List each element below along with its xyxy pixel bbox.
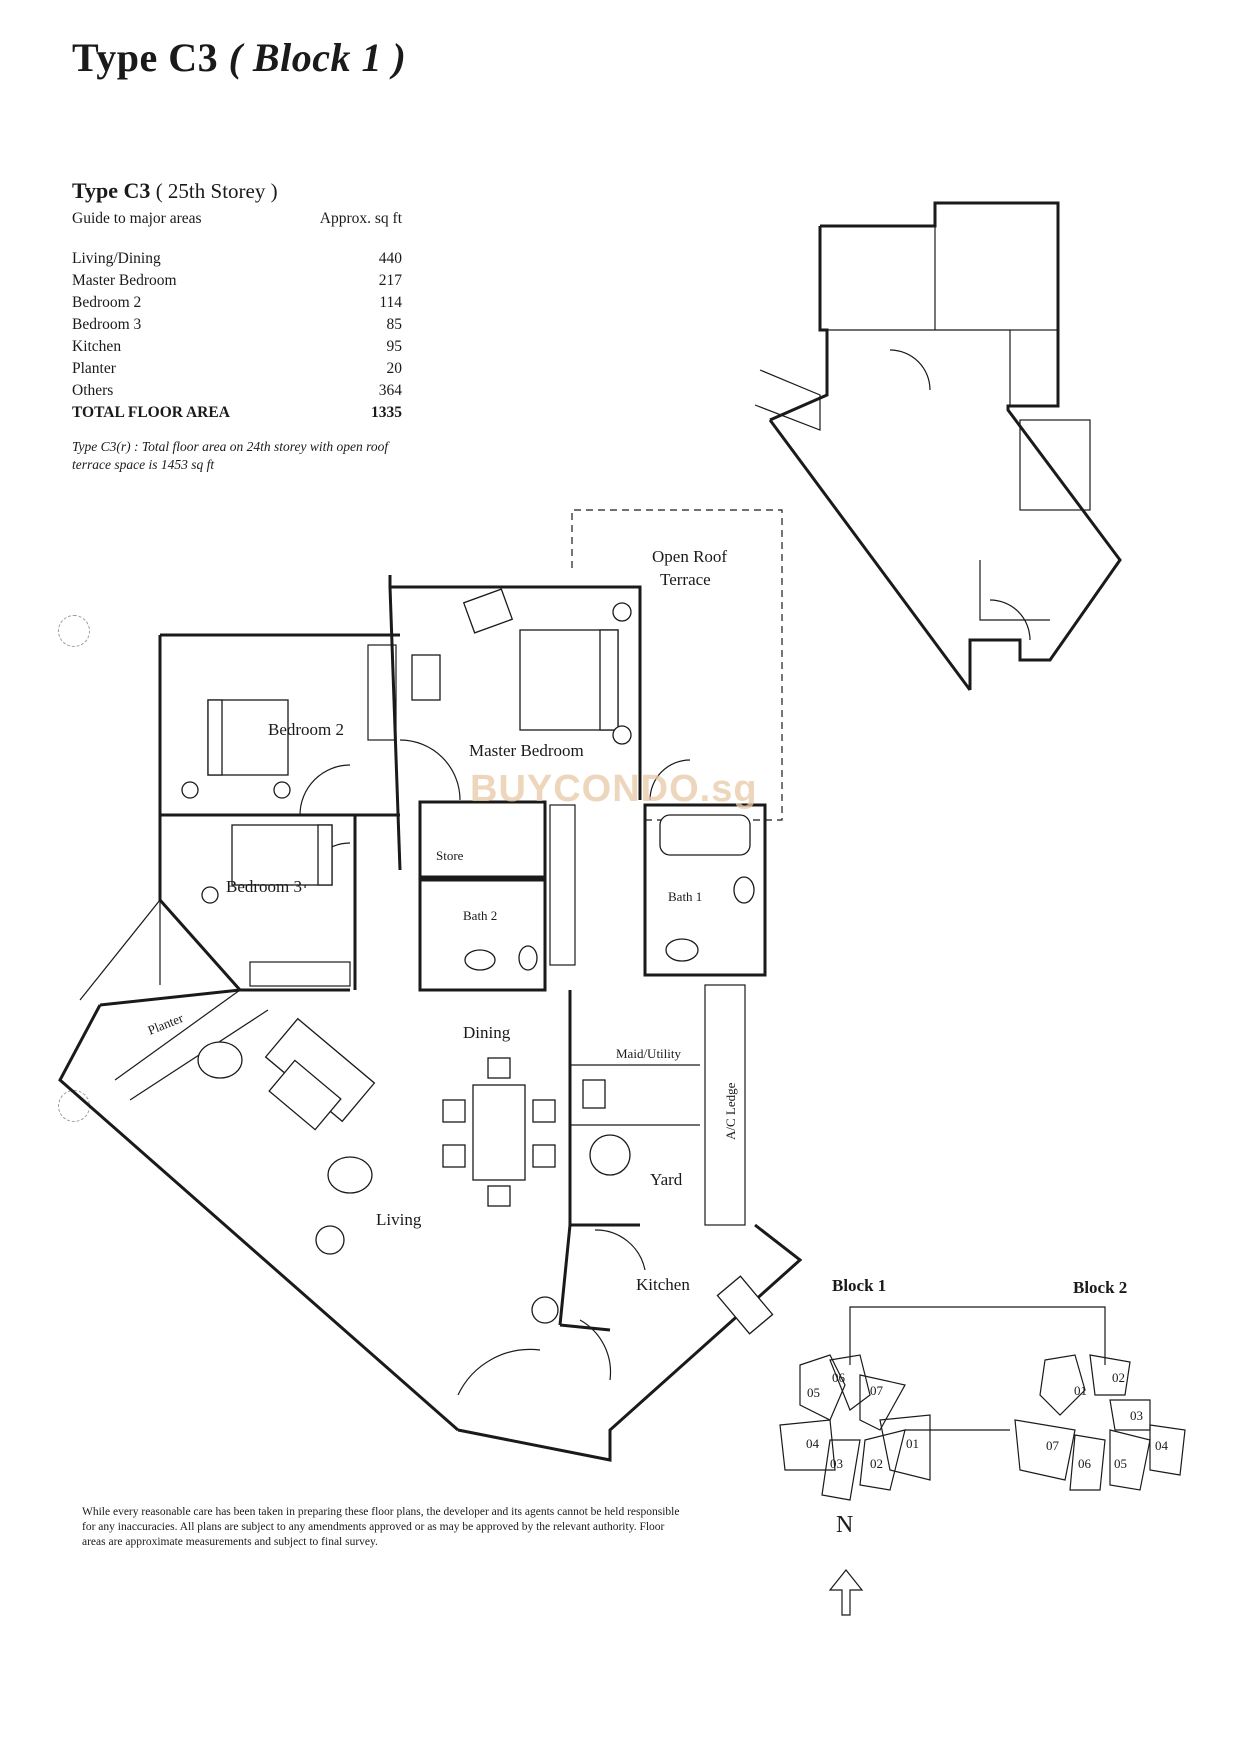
area-table: Type C3 ( 25th Storey ) Guide to major a… <box>72 178 402 474</box>
label-ac-ledge: A/C Ledge <box>723 1082 738 1140</box>
area-row-total: TOTAL FLOOR AREA 1335 <box>72 402 402 424</box>
area-row: Living/Dining 440 <box>72 248 402 270</box>
page-title-type: Type C3 <box>72 35 219 80</box>
label-bedroom-2: Bedroom 2 <box>268 720 344 739</box>
area-row-value: 95 <box>386 338 403 355</box>
floor-plan-walls <box>58 509 803 1462</box>
label-master-bedroom: Master Bedroom <box>469 741 584 760</box>
key-plan-block-2-label: Block 2 <box>1073 1278 1128 1297</box>
area-guide-label: Guide to major areas <box>72 210 202 227</box>
label-kitchen: Kitchen <box>636 1275 690 1294</box>
area-row: Others 364 <box>72 380 402 402</box>
armchair <box>462 588 514 634</box>
area-row: Planter 20 <box>72 358 402 380</box>
area-row-name: Bedroom 3 <box>72 316 142 333</box>
area-total-value: 1335 <box>371 404 402 421</box>
wardrobe <box>249 961 351 987</box>
lamp-icon <box>201 886 219 904</box>
area-table-storey: ( 25th Storey ) <box>155 179 278 203</box>
lamp-icon <box>181 781 199 799</box>
area-row: Kitchen 95 <box>72 336 402 358</box>
area-row-name: Kitchen <box>72 338 122 355</box>
area-row-name: Master Bedroom <box>72 272 177 289</box>
area-row-name: Others <box>72 382 114 399</box>
label-store: Store <box>436 848 464 863</box>
watermark-logo: BUYCONDO.sg <box>470 768 758 810</box>
toilet <box>733 876 755 904</box>
label-open-roof-terrace-2: Terrace <box>660 570 711 589</box>
area-row: Master Bedroom 217 <box>72 270 402 292</box>
wardrobe <box>549 804 576 966</box>
stove <box>716 1275 774 1335</box>
north-label: N <box>836 1512 854 1538</box>
area-row: Bedroom 3 85 <box>72 314 402 336</box>
armchair <box>327 1156 373 1194</box>
area-row-value: 440 <box>378 250 402 267</box>
punch-hole <box>58 615 90 647</box>
bedroom-3-bed <box>231 824 333 886</box>
washer <box>589 1134 631 1176</box>
chair <box>532 1144 556 1168</box>
page-title-block: ( Block 1 ) <box>228 35 407 80</box>
area-table-type: Type C3 <box>72 178 151 203</box>
lamp-icon <box>273 781 291 799</box>
chair <box>442 1099 466 1123</box>
area-row-value: 20 <box>386 360 403 377</box>
dining-table <box>472 1084 526 1181</box>
area-row-value: 364 <box>378 382 402 399</box>
area-unit-label: Approx. sq ft <box>319 210 402 227</box>
label-dining: Dining <box>463 1023 511 1042</box>
area-row-value: 85 <box>386 316 403 333</box>
area-row-name: Planter <box>72 360 116 377</box>
label-bedroom-3: Bedroom 3 <box>226 877 302 896</box>
coffee-table <box>268 1059 342 1131</box>
label-living: Living <box>376 1210 422 1229</box>
area-row-name: Living/Dining <box>72 250 161 267</box>
chair <box>442 1144 466 1168</box>
toilet <box>518 945 538 971</box>
plant-icon <box>315 1225 345 1255</box>
floor-plan-labels: Open Roof Terrace Master Bedroom Bedroom… <box>146 547 738 1294</box>
area-row-value: 114 <box>379 294 402 311</box>
area-total-name: TOTAL FLOOR AREA <box>72 404 230 421</box>
chair <box>487 1185 511 1207</box>
disclaimer: While every reasonable care has been tak… <box>82 1506 680 1548</box>
page-title: Type C3 ( Block 1 ) <box>72 34 406 81</box>
area-table-heading: Type C3 ( 25th Storey ) <box>72 178 402 204</box>
wardrobe <box>367 644 397 741</box>
floor-plan-furniture <box>181 588 774 1335</box>
area-table-guide: Guide to major areas Approx. sq ft <box>72 210 402 228</box>
area-row-value: 217 <box>378 272 402 289</box>
toilet <box>582 1079 606 1109</box>
label-bath-2: Bath 2 <box>463 908 497 923</box>
label-open-roof-terrace: Open Roof <box>652 547 727 566</box>
desk <box>411 654 441 701</box>
area-table-note: Type C3(r) : Total floor area on 24th st… <box>72 439 389 472</box>
armchair <box>197 1041 243 1079</box>
label-bath-1: Bath 1 <box>668 889 702 904</box>
area-row: Bedroom 2 114 <box>72 292 402 314</box>
chair <box>532 1099 556 1123</box>
lamp-icon <box>612 725 632 745</box>
bathtub <box>659 814 751 856</box>
sink <box>464 949 496 971</box>
label-maid-utility: Maid/Utility <box>616 1046 682 1061</box>
plant-icon <box>531 1296 559 1324</box>
label-yard: Yard <box>650 1170 683 1189</box>
lamp-icon <box>612 602 632 622</box>
sink <box>665 938 699 962</box>
key-plan-block-1-label: Block 1 <box>832 1276 887 1295</box>
area-row-name: Bedroom 2 <box>72 294 142 311</box>
chair <box>487 1057 511 1079</box>
